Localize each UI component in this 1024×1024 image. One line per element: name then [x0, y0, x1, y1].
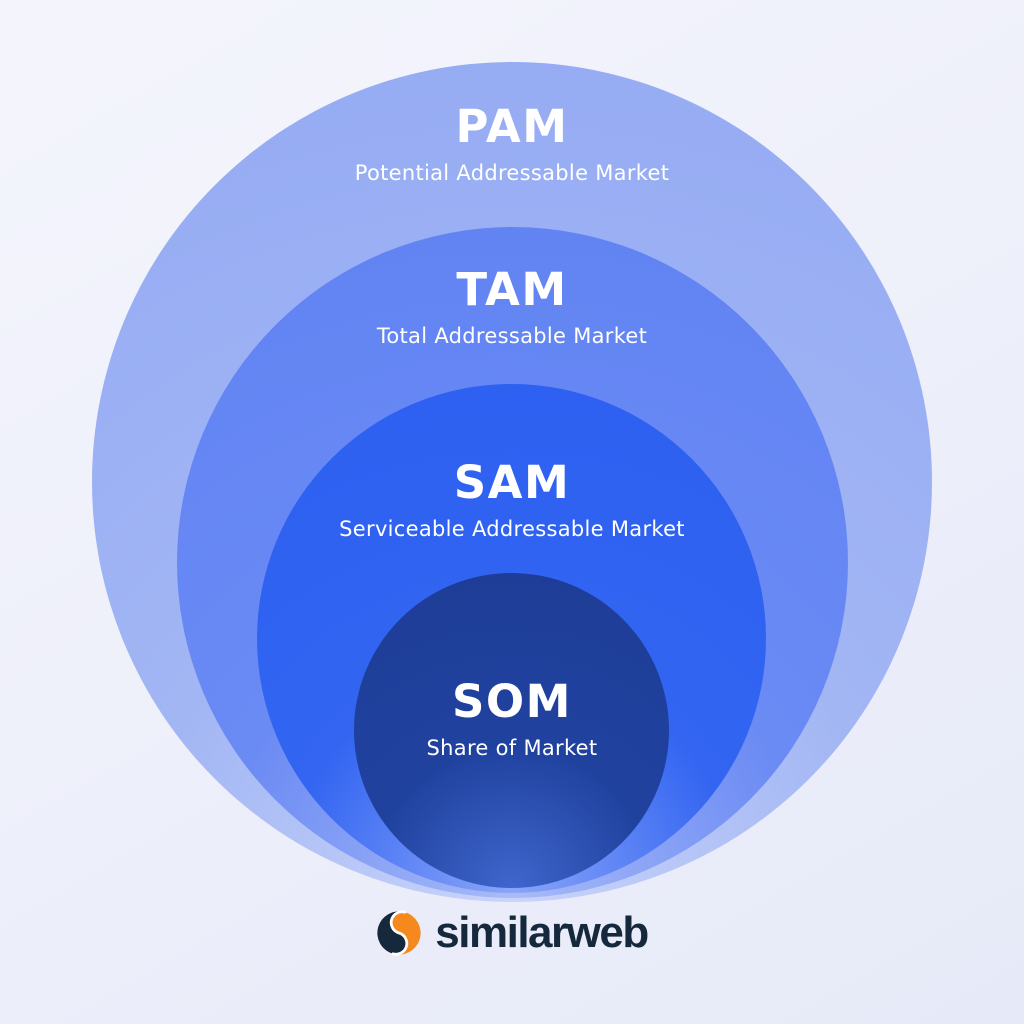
tam-label-group: TAM Total Addressable Market [0, 266, 1024, 349]
tam-subtitle: Total Addressable Market [376, 324, 648, 348]
sam-label-group: SAM Serviceable Addressable Market [0, 459, 1024, 542]
similarweb-icon [377, 910, 421, 956]
som-subtitle: Share of Market [426, 736, 598, 760]
sam-subtitle: Serviceable Addressable Market [339, 517, 685, 541]
similarweb-logo: similarweb [0, 906, 1024, 960]
som-label-group: SOM Share of Market [0, 678, 1024, 761]
tam-title: TAM [456, 263, 568, 316]
som-title: SOM [452, 675, 572, 728]
brand-name: similarweb [435, 908, 649, 957]
pam-title: PAM [455, 100, 569, 153]
som-circle [354, 573, 669, 888]
pam-label-group: PAM Potential Addressable Market [0, 103, 1024, 186]
pam-subtitle: Potential Addressable Market [354, 161, 670, 185]
sam-title: SAM [453, 456, 571, 509]
